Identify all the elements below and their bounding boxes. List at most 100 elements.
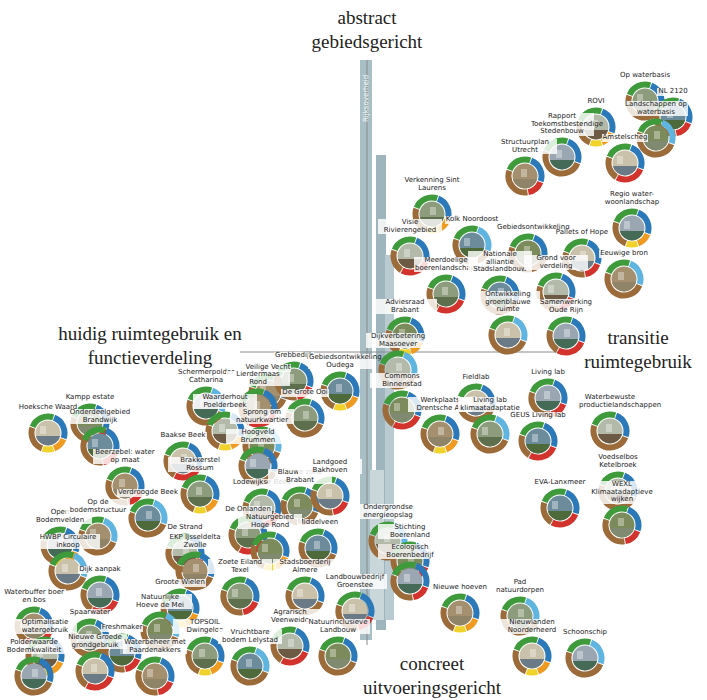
photo-detail [336,384,342,392]
project-label: EKP IJsseldelta Zwolle [163,534,227,549]
photo-ground [536,401,560,410]
project-photo [143,663,168,688]
project-label: De Strand [166,524,203,532]
project-photo [613,151,638,176]
project-circle: Regio water-woonlandschap [600,189,664,248]
project-label: Freshmaker [101,624,144,632]
project-label: Beerzebel: water op maat [93,449,157,464]
project-label: De Grote Ooi [281,389,328,397]
project-circle: Eeuwige bron [592,240,656,299]
project-photo [238,653,263,678]
project-photo [246,453,271,478]
photo-ground [136,521,160,530]
project-photo [573,646,598,671]
project-label: Landschappen op waterbasis [624,101,688,116]
project-ring [605,143,645,183]
project-circle: Zoete Eiland Texel [208,557,272,616]
project-circle: Amstelscheg [593,124,657,183]
project-circle: Living lab klimaatadaptatie [458,395,522,454]
photo-ground [293,421,317,430]
project-circle: EVA-Lanxmeer [528,469,592,528]
project-label: Ondergrondse energieopslag [356,504,420,519]
project-label: Landbouwbedrijf Groenstee [323,574,387,589]
project-photo [278,633,303,658]
photo-detail [456,606,462,614]
photo-ground [612,282,636,291]
project-ring [518,421,558,461]
photo-detail [438,427,444,435]
photo-ground [343,614,367,623]
photo-ground [496,338,520,347]
ring-segment [591,140,601,147]
project-ring [565,638,605,678]
ring-segment [200,668,210,675]
project-photo [83,658,108,683]
photo-detail [250,459,256,467]
project-circle: Dijk aanpak [68,556,132,615]
project-circle: Landgoed Bakhoven [298,457,362,516]
project-label: Ecologisch Boerenbedrijf [378,544,442,559]
project-label: Op waterbasis [619,72,671,80]
photo-detail [262,544,268,552]
photo-ground [550,160,574,169]
ring-segment [527,668,537,675]
project-circle: Fieldlab [444,364,508,423]
project-circle: Waterbeheer met Paardenakkers [123,637,187,696]
photo-ground [610,528,634,537]
project-label: Rapport Toekomstbestendige Stedenbouw [530,113,594,136]
photo-detail [606,424,612,432]
project-ring [135,656,175,696]
project-label: Optimalisatie watergebruik [13,619,77,634]
project-photo [56,558,81,583]
project-label: Lierdermaas Rond [226,371,290,386]
project-label: Zoete Eiland Texel [208,559,272,574]
photo-detail [404,574,410,582]
project-circle: Natuurinclusieve Landbouw [306,617,370,676]
project-label: Eeuwige bron [599,250,649,258]
project-ring [440,593,480,633]
project-label: Nieuwe hoeven [432,584,488,592]
project-ring [180,474,220,514]
project-label: Amstelscheg [602,134,649,142]
photo-ground [613,166,637,175]
photo-detail [246,659,252,667]
project-label: Landgoed Bakhoven [298,459,362,474]
photo-ground [554,339,578,348]
project-photo [536,386,561,411]
photo-detail [617,156,623,164]
photo-ground [448,616,472,625]
photo-ground [293,599,317,608]
project-label: Kampp estate [65,394,116,402]
photo-detail [297,589,303,597]
project-label: Pallets of Hope [555,229,609,237]
project-label: Onderdeelgebied Brandwijk [68,409,132,424]
project-photo [428,421,453,446]
axis-label: transitie ruimtegebruik [574,326,702,374]
photo-ground [478,437,502,446]
project-ring [604,259,644,299]
photo-ground [548,511,572,520]
photo-ground [246,469,270,478]
project-label: Living lab [530,369,566,377]
project-label: Voedselbos Ketelbroek [586,454,650,469]
photo-detail [577,651,583,659]
photo-ground [318,499,342,508]
project-label: EVA-Lanxmeer [533,479,586,487]
project-label: Brakkerstel Rossum [168,457,232,472]
project-photo [343,598,368,623]
photo-detail [91,664,97,672]
project-ring [512,636,552,676]
project-photo [188,481,213,506]
photo-detail [552,501,558,509]
project-photo [318,483,343,508]
project-ring [546,316,586,356]
project-label: Verdroogde Beek [117,489,179,497]
project-label: De Onlanden [224,506,272,514]
project-label: Regio water-woonlandschap [600,191,664,206]
project-photo [520,643,545,668]
photo-detail [303,411,309,419]
project-label: Waterbeheer met Paardenakkers [123,639,187,654]
project-circle: Waterbuffer boer en bos [2,587,66,646]
ring-segment [195,506,205,513]
photo-detail [154,624,160,632]
